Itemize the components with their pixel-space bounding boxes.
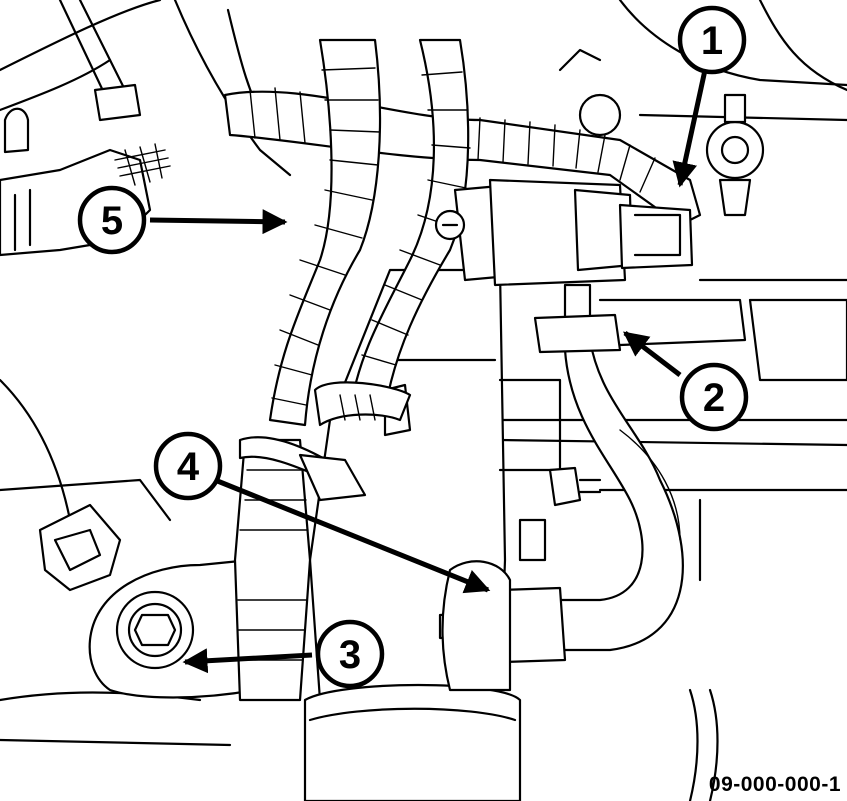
callout-1: 1 — [677, 5, 747, 75]
callout-4: 4 — [153, 431, 223, 501]
leader-5 — [149, 209, 288, 235]
callout-3: 3 — [315, 619, 385, 689]
callout-2-label: 2 — [703, 376, 725, 420]
callout-3-label: 3 — [339, 633, 361, 677]
callout-1-label: 1 — [701, 19, 723, 63]
callout-2: 2 — [679, 362, 749, 432]
leader-1 — [672, 69, 708, 188]
callout-4-label: 4 — [177, 445, 200, 489]
wiring-harness — [223, 38, 702, 702]
callout-5: 5 — [77, 185, 147, 255]
leader-lines — [149, 69, 708, 674]
leader-3 — [182, 648, 313, 674]
callout-5-label: 5 — [101, 199, 123, 243]
leader-2 — [623, 331, 682, 377]
vacuum-hose — [438, 283, 684, 692]
figure-id: 09-000-000-1 — [708, 773, 841, 796]
sensor-connector — [434, 178, 694, 287]
leader-4 — [214, 477, 491, 594]
